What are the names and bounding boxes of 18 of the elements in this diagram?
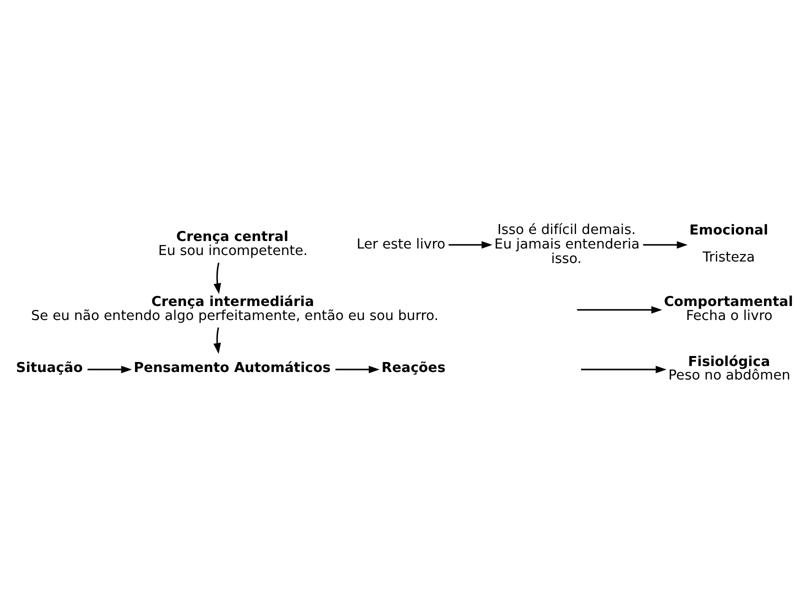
arrow [581, 365, 666, 373]
node-text: Pensamento Automáticos [134, 360, 331, 376]
node-text: Reações [382, 360, 446, 376]
node-text: Isso é difícil demais. Eu jamais entenderia isso. [494, 221, 640, 267]
node-text: Crença central Eu sou incompetente. [158, 228, 308, 258]
arrow [335, 365, 380, 373]
arrow [213, 326, 221, 354]
node-text: Emocional Tristeza [689, 222, 768, 266]
node-text: Ler este livro [356, 236, 446, 252]
arrow [214, 262, 222, 294]
node-text: Crença intermediária Se eu não entendo algo perfeitamente, então eu sou burro. [31, 294, 439, 324]
node-text: Situação [16, 360, 83, 376]
arrow [577, 306, 662, 314]
arrow [88, 365, 132, 373]
arrow [643, 240, 688, 248]
node-text: Comportamental Fecha o livro [664, 294, 794, 324]
node-text: Fisiológica Peso no abdômen [668, 353, 790, 383]
arrow [448, 240, 492, 248]
